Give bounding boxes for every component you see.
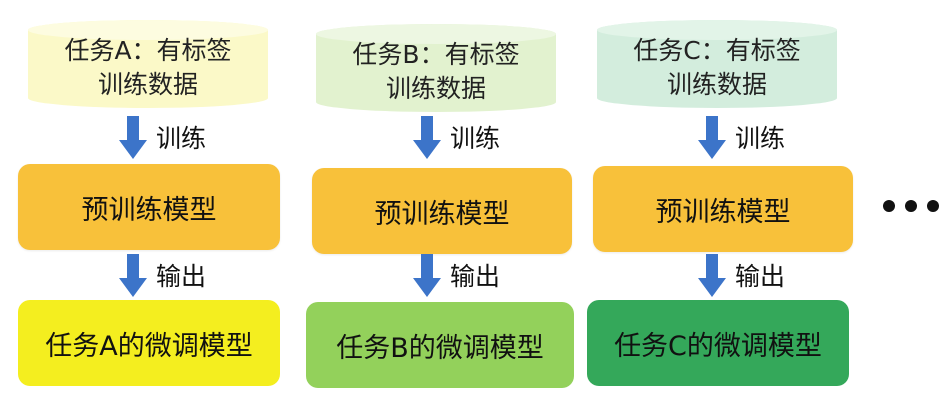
pretrained-model-box: 预训练模型 — [312, 168, 572, 254]
training-data-line2: 训练数据 — [385, 74, 486, 103]
training-data-cylinder: 任务C：有标签 训练数据 — [595, 18, 839, 110]
down-arrow-icon — [119, 254, 147, 297]
down-arrow-icon — [413, 254, 441, 297]
training-data-line1: 任务B：有标签 — [352, 40, 520, 69]
column-task-b: 任务B：有标签 训练数据 训练 预训练模型 输出 任务B的微调模型 — [300, 0, 590, 402]
output-label: 输出 — [735, 262, 786, 291]
down-arrow-icon — [119, 116, 147, 159]
training-data-line2: 训练数据 — [97, 70, 198, 99]
training-data-line1: 任务C：有标签 — [633, 36, 801, 65]
training-data-label: 任务C：有标签 训练数据 — [595, 34, 839, 102]
finetuned-model-box: 任务A的微调模型 — [18, 300, 280, 386]
column-task-a: 任务A：有标签 训练数据 训练 预训练模型 输出 任务A的微调模型 — [6, 0, 296, 402]
ellipsis-icon — [883, 200, 939, 212]
pretrained-model-box: 预训练模型 — [18, 164, 280, 250]
training-data-cylinder: 任务A：有标签 训练数据 — [26, 18, 270, 110]
pretrained-model-box: 预训练模型 — [593, 166, 853, 252]
database-icon — [28, 20, 268, 108]
database-icon — [597, 20, 837, 108]
training-data-line2: 训练数据 — [666, 70, 767, 99]
training-data-line1: 任务A：有标签 — [64, 36, 232, 65]
down-arrow-icon — [698, 254, 726, 297]
training-data-label: 任务B：有标签 训练数据 — [314, 38, 558, 106]
finetuned-model-box: 任务B的微调模型 — [306, 302, 574, 388]
train-label: 训练 — [735, 124, 786, 153]
train-label: 训练 — [450, 124, 501, 153]
column-task-c: 任务C：有标签 训练数据 训练 预训练模型 输出 任务C的微调模型 — [585, 0, 875, 402]
down-arrow-icon — [413, 116, 441, 159]
training-data-label: 任务A：有标签 训练数据 — [26, 34, 270, 102]
output-label: 输出 — [156, 262, 207, 291]
training-data-cylinder: 任务B：有标签 训练数据 — [314, 22, 558, 114]
down-arrow-icon — [698, 116, 726, 159]
database-icon — [316, 24, 556, 112]
train-label: 训练 — [156, 124, 207, 153]
finetuned-model-box: 任务C的微调模型 — [587, 300, 849, 386]
output-label: 输出 — [450, 262, 501, 291]
